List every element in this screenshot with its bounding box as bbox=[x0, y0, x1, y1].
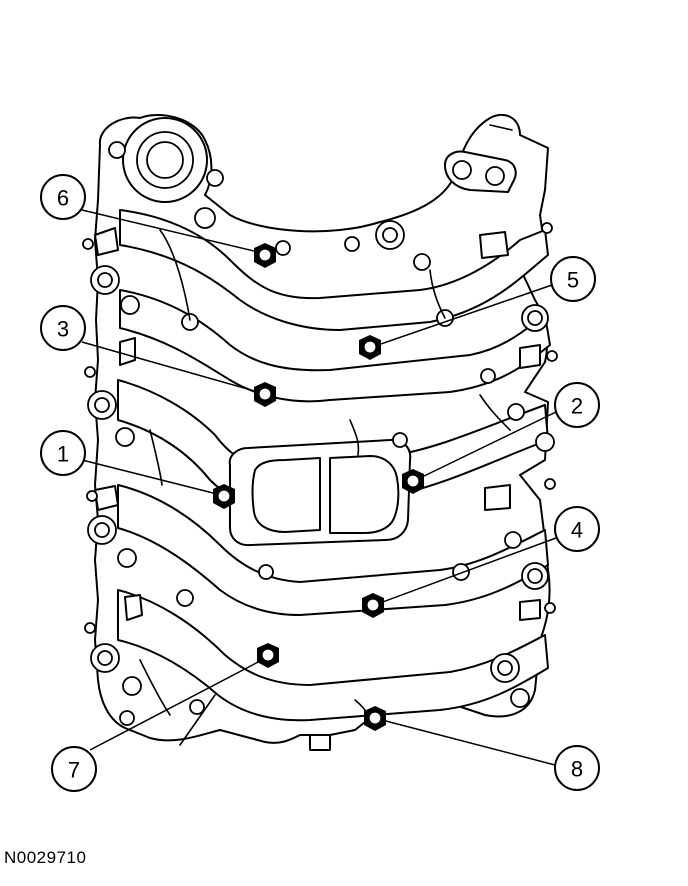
callout-3: 3 bbox=[40, 305, 86, 351]
callout-2-number: 2 bbox=[571, 394, 583, 419]
leader-7 bbox=[89, 659, 263, 751]
leader-5 bbox=[377, 284, 553, 346]
leader-6 bbox=[81, 209, 259, 253]
mounting-holes bbox=[87, 207, 555, 726]
throttle-body-flange bbox=[228, 438, 412, 547]
callout-7-number: 7 bbox=[68, 758, 80, 783]
bolts bbox=[213, 243, 424, 731]
side-tabs bbox=[82, 222, 558, 751]
bolt-3 bbox=[254, 382, 276, 407]
callout-3-number: 3 bbox=[57, 317, 69, 342]
leader-1 bbox=[81, 459, 218, 495]
leader-4 bbox=[379, 537, 557, 604]
bolt-2 bbox=[402, 469, 424, 494]
top-left-boss bbox=[108, 117, 224, 203]
intake-runners bbox=[117, 209, 551, 722]
bolt-7 bbox=[257, 643, 279, 668]
top-right-fitting bbox=[444, 124, 517, 193]
bolt-8 bbox=[364, 706, 386, 731]
bolt-5 bbox=[359, 335, 381, 360]
callout-4: 4 bbox=[554, 506, 600, 552]
bolt-6 bbox=[254, 243, 276, 268]
leader-2 bbox=[419, 411, 557, 479]
callout-6-number: 6 bbox=[57, 186, 69, 211]
callout-6: 6 bbox=[40, 174, 86, 220]
leader-lines bbox=[81, 209, 557, 766]
callout-8: 8 bbox=[554, 745, 600, 791]
callout-1: 1 bbox=[40, 430, 86, 476]
bolt-4 bbox=[362, 593, 384, 618]
figure-reference-code: N0029710 bbox=[4, 848, 87, 867]
callout-2: 2 bbox=[554, 382, 600, 428]
callout-8-number: 8 bbox=[571, 757, 583, 782]
callout-7: 7 bbox=[51, 746, 97, 792]
callout-1-number: 1 bbox=[57, 442, 69, 467]
callout-5-number: 5 bbox=[567, 268, 579, 293]
contour-lines bbox=[139, 229, 511, 746]
leader-8 bbox=[381, 719, 556, 766]
bolt-1 bbox=[213, 484, 235, 509]
callout-4-number: 4 bbox=[571, 518, 583, 543]
leader-3 bbox=[81, 341, 259, 393]
callouts: 6 5 3 2 1 4 7 8 bbox=[40, 174, 600, 792]
callout-5: 5 bbox=[550, 256, 596, 302]
